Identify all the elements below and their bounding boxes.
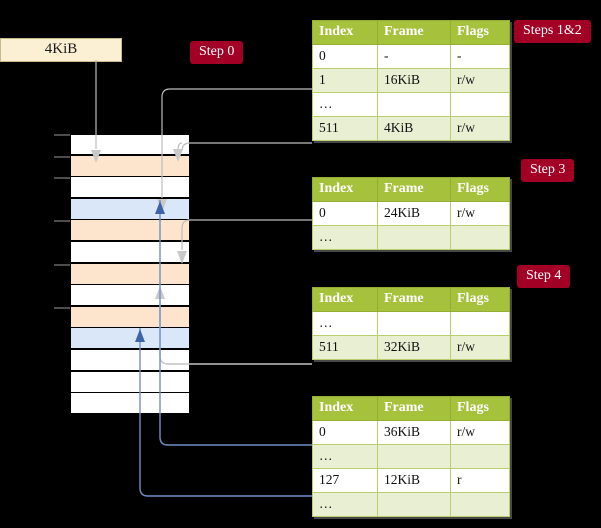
table-row: …: [312, 311, 510, 336]
memory-row-tick: [54, 155, 70, 158]
cell-index: 511: [312, 335, 378, 360]
cell-index: 0: [312, 420, 378, 445]
badge-step-4: Step 4: [517, 265, 571, 288]
cell-frame: 12KiB: [377, 468, 451, 493]
memory-frame-row: [70, 371, 190, 393]
cell-index: 511: [312, 116, 378, 141]
cell-frame: [377, 444, 451, 469]
memory-row-tick: [54, 263, 70, 266]
column-header-index: Index: [312, 20, 378, 45]
cell-index: 127: [312, 468, 378, 493]
cell-index: 1: [312, 68, 378, 93]
table-row: 0--: [312, 44, 510, 69]
cell-flags: r/w: [450, 420, 510, 445]
column-header-index: Index: [312, 287, 378, 312]
cell-frame: 16KiB: [377, 68, 451, 93]
column-header-frame: Frame: [377, 20, 451, 45]
memory-frame-row: [70, 155, 190, 177]
cell-flags: [450, 92, 510, 117]
cell-flags: [450, 444, 510, 469]
cell-index: …: [312, 92, 378, 117]
cell-frame: [377, 311, 451, 336]
memory-frame-row: [70, 306, 190, 328]
cell-index: …: [312, 311, 378, 336]
column-header-flags: Flags: [450, 287, 510, 312]
cell-flags: r/w: [450, 68, 510, 93]
memory-row-tick: [54, 220, 70, 223]
cell-flags: r: [450, 468, 510, 493]
column-header-index: Index: [312, 177, 378, 202]
memory-frame-row: [70, 134, 190, 155]
cell-flags: r/w: [450, 116, 510, 141]
cell-flags: r/w: [450, 335, 510, 360]
badge-step-3: Step 3: [521, 159, 575, 182]
memory-frame-row: [70, 328, 190, 350]
wire-l1-row0-to-memory: [181, 219, 312, 250]
column-header-frame: Frame: [377, 177, 451, 202]
cell-frame: 36KiB: [377, 420, 451, 445]
memory-frame-row: [70, 350, 190, 371]
memory-row-tick: [54, 134, 70, 136]
cell-frame: [377, 92, 451, 117]
memory-row-tick: [54, 177, 70, 180]
column-header-frame: Frame: [377, 287, 451, 312]
memory-frame-row: [70, 242, 190, 263]
cell-flags: [450, 492, 510, 517]
cell-index: 0: [312, 201, 378, 226]
memory-frame-row: [70, 177, 190, 199]
cell-flags: [450, 311, 510, 336]
column-header-frame: Frame: [377, 396, 451, 421]
cell-index: …: [312, 492, 378, 517]
memory-frame-row: [70, 393, 190, 415]
table-row: …: [312, 492, 510, 517]
cell-frame: [377, 492, 451, 517]
cell-index: …: [312, 444, 378, 469]
column-header-flags: Flags: [450, 20, 510, 45]
wire-l0-row511-out: [181, 142, 312, 152]
memory-row-tick: [54, 306, 70, 309]
cell-frame: 4KiB: [377, 116, 451, 141]
table-row: …: [312, 444, 510, 469]
column-header-index: Index: [312, 396, 378, 421]
virtual-address-box: 4KiB: [0, 38, 122, 62]
memory-frame-row: [70, 263, 190, 285]
cell-flags: [450, 225, 510, 250]
cell-index: 0: [312, 44, 378, 69]
cell-frame: 32KiB: [377, 335, 451, 360]
table-row: …: [312, 92, 510, 117]
badge-steps-1-2: Steps 1&2: [514, 20, 591, 43]
memory-frame-row: [70, 220, 190, 242]
cell-flags: -: [450, 44, 510, 69]
cell-frame: [377, 225, 451, 250]
cell-flags: r/w: [450, 201, 510, 226]
memory-frame-row: [70, 285, 190, 307]
physical-memory-column: [54, 134, 190, 415]
column-header-flags: Flags: [450, 177, 510, 202]
cell-frame: 24KiB: [377, 201, 451, 226]
column-header-flags: Flags: [450, 396, 510, 421]
table-row: …: [312, 225, 510, 250]
cell-index: …: [312, 225, 378, 250]
memory-frame-row: [70, 198, 190, 220]
cell-frame: -: [377, 44, 451, 69]
badge-step-0: Step 0: [190, 41, 244, 64]
